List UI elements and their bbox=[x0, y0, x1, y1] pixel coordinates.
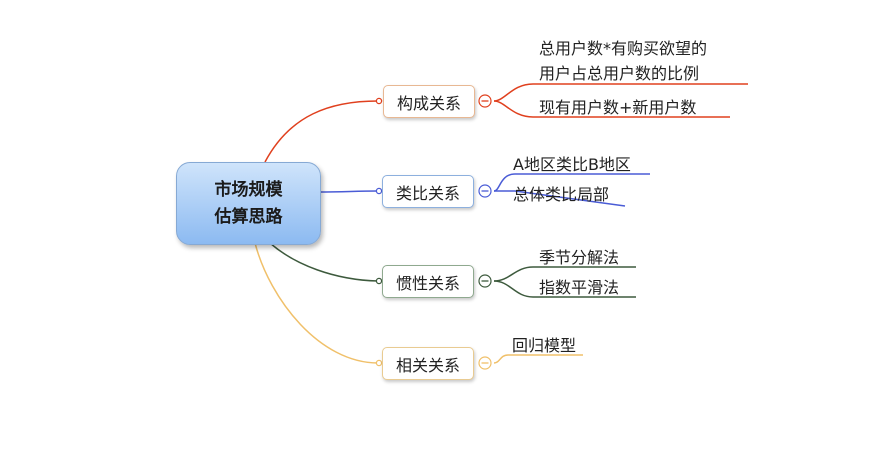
connector-composition-leaf-2 bbox=[493, 100, 730, 118]
root-topic-line-1: 市场规模 bbox=[214, 180, 283, 201]
root-topic-line-2: 估算思路 bbox=[214, 206, 283, 227]
leaf-topic-composition-1[interactable]: 总用户数*有购买欲望的 bbox=[539, 39, 708, 58]
branch-dot-analogy bbox=[375, 187, 383, 195]
leaf-topic-analogy-1[interactable]: A地区类比B地区 bbox=[513, 155, 631, 174]
branch-topic-composition[interactable]: 构成关系 bbox=[383, 85, 475, 118]
connector-inertia-leaf-1 bbox=[493, 266, 636, 282]
connector-root-inertia bbox=[269, 242, 379, 282]
branch-topic-inertia[interactable]: 惯性关系 bbox=[382, 265, 474, 298]
leaf-topic-correlation-1[interactable]: 回归模型 bbox=[512, 336, 577, 355]
connector-analogy-leaf-2 bbox=[494, 190, 626, 207]
connector-correlation-leaf-1 bbox=[493, 354, 583, 364]
branch-dot-correlation bbox=[375, 359, 383, 367]
collapse-toggle-inertia[interactable] bbox=[478, 274, 492, 288]
collapse-toggle-composition[interactable] bbox=[478, 94, 492, 108]
branch-dot-composition bbox=[375, 97, 383, 105]
leaf-topic-composition-2[interactable]: 用户占总用户数的比例 bbox=[539, 64, 700, 83]
root-topic[interactable]: 市场规模 估算思路 bbox=[176, 162, 321, 245]
collapse-toggle-correlation[interactable] bbox=[478, 356, 492, 370]
collapse-toggle-analogy[interactable] bbox=[478, 184, 492, 198]
branch-dot-inertia bbox=[375, 277, 383, 285]
leaf-topic-analogy-2[interactable]: 总体类比局部 bbox=[513, 185, 610, 204]
branch-topic-analogy[interactable]: 类比关系 bbox=[382, 175, 474, 208]
connector-root-correlation bbox=[254, 242, 379, 364]
leaf-topic-composition-3[interactable]: 现有用户数+新用户数 bbox=[539, 98, 697, 117]
connector-composition-leaf-1 bbox=[493, 83, 748, 102]
leaf-topic-inertia-1[interactable]: 季节分解法 bbox=[539, 248, 620, 267]
connector-root-composition bbox=[264, 100, 379, 163]
connector-root-analogy bbox=[318, 190, 379, 193]
branch-topic-correlation[interactable]: 相关关系 bbox=[382, 347, 474, 380]
connector-inertia-leaf-2 bbox=[493, 280, 636, 298]
leaf-topic-inertia-2[interactable]: 指数平滑法 bbox=[539, 278, 620, 297]
